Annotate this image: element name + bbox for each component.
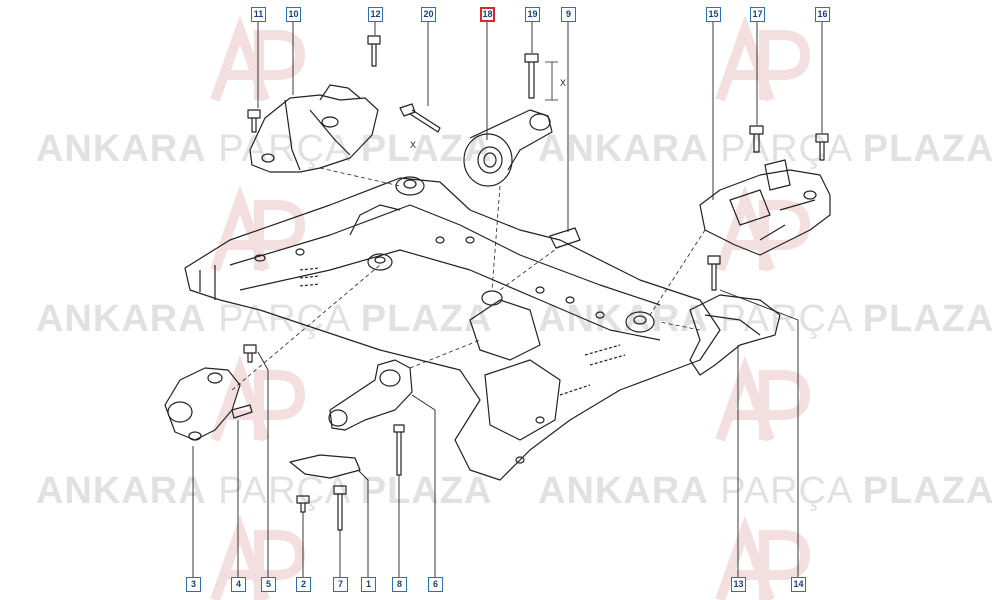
bolt-20: [399, 103, 441, 133]
bolt-8: [393, 424, 405, 476]
dimension-x-upper: X: [560, 78, 566, 88]
subframe: [184, 176, 721, 481]
callout-13[interactable]: 13: [731, 577, 746, 592]
callout-12[interactable]: 12: [368, 7, 383, 22]
dimension-x-left: X: [410, 140, 416, 150]
rear-mount-6: [328, 359, 413, 431]
callout-2[interactable]: 2: [296, 577, 311, 592]
leader-lines: [192, 21, 823, 577]
callout-10[interactable]: 10: [286, 7, 301, 22]
bolt-12: [367, 35, 381, 67]
callout-1[interactable]: 1: [361, 577, 376, 592]
engine-mount-10: [249, 84, 379, 173]
callout-17[interactable]: 17: [750, 7, 765, 22]
callout-7[interactable]: 7: [333, 577, 348, 592]
callout-15[interactable]: 15: [706, 7, 721, 22]
callout-3[interactable]: 3: [186, 577, 201, 592]
torque-rod-18: [463, 109, 553, 187]
callout-18[interactable]: 18: [480, 7, 495, 22]
callout-16[interactable]: 16: [815, 7, 830, 22]
callout-11[interactable]: 11: [251, 7, 266, 22]
bolt-7: [333, 485, 347, 531]
bolt-2: [296, 495, 310, 513]
callout-9[interactable]: 9: [561, 7, 576, 22]
callout-5[interactable]: 5: [261, 577, 276, 592]
bolt-19: [524, 53, 558, 101]
transmission-mount-15: [699, 159, 831, 256]
bolt-17: [749, 125, 764, 153]
callout-8[interactable]: 8: [392, 577, 407, 592]
bracket-13: [689, 294, 781, 376]
bracket-9: [549, 227, 581, 249]
callout-19[interactable]: 19: [525, 7, 540, 22]
callout-14[interactable]: 14: [791, 577, 806, 592]
callout-20[interactable]: 20: [421, 7, 436, 22]
bolt-5: [243, 344, 257, 363]
bolt-4: [231, 404, 253, 419]
bolt-11: [247, 109, 261, 133]
bolt-14: [707, 255, 721, 291]
bracket-1: [289, 454, 361, 479]
bracket-3: [164, 367, 241, 441]
assembly-dashed-lines: [231, 167, 706, 391]
bolt-16: [815, 133, 829, 161]
callout-6[interactable]: 6: [428, 577, 443, 592]
callout-4[interactable]: 4: [231, 577, 246, 592]
